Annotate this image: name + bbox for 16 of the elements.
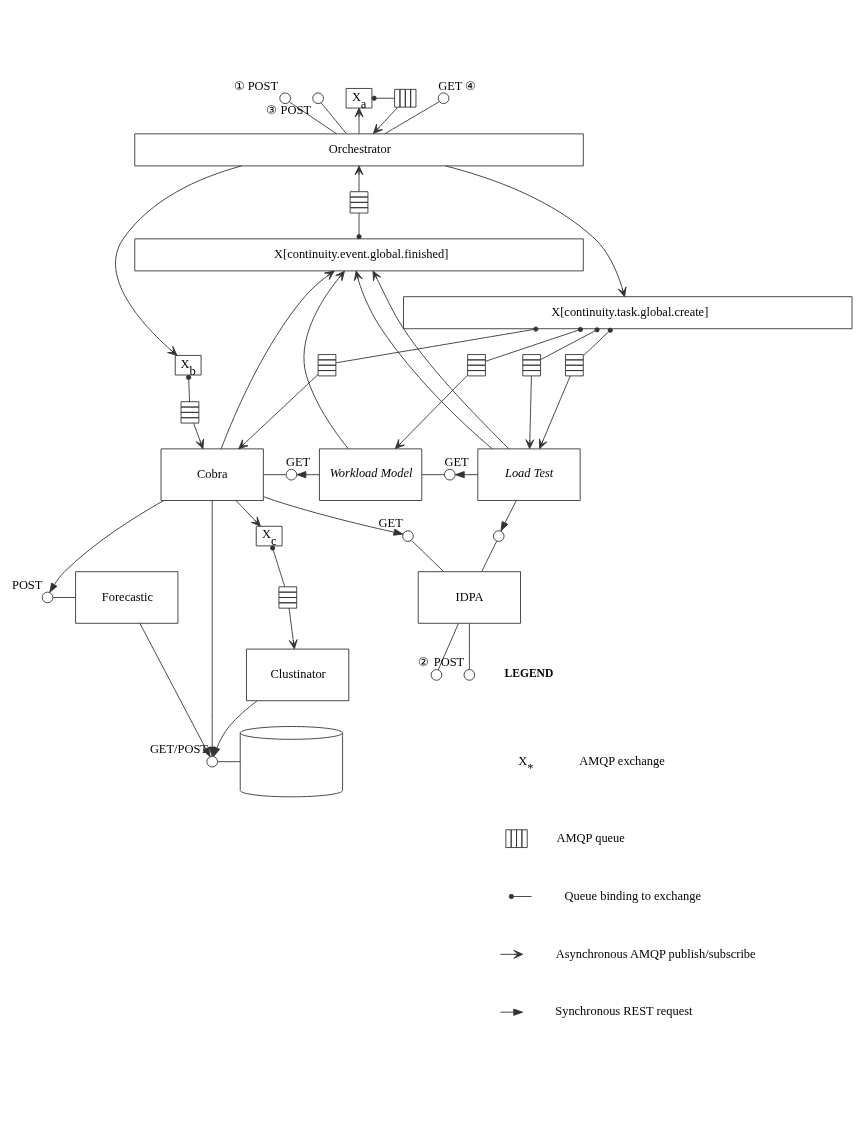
node-label: GET/POST bbox=[149, 741, 208, 756]
node-label: ① POST bbox=[233, 78, 279, 93]
legend-label: AMQP queue bbox=[556, 830, 625, 845]
legend-label: Asynchronous AMQP publish/subscribe bbox=[555, 946, 756, 961]
node-label: GET bbox=[378, 516, 403, 531]
legend-label: Queue binding to exchange bbox=[564, 888, 702, 903]
node-label: ② bbox=[417, 655, 429, 670]
node-label: POST bbox=[433, 655, 465, 670]
legend-label: Synchronous REST request bbox=[555, 1004, 693, 1019]
node-label: GET bbox=[286, 454, 311, 469]
node-label: GET bbox=[444, 454, 469, 469]
label: LEGEND bbox=[504, 667, 554, 681]
legend-label: AMQP exchange bbox=[579, 753, 665, 768]
node-label: ③ POST bbox=[266, 102, 312, 117]
node-label: GET ④ bbox=[438, 78, 477, 93]
node-label: POST bbox=[11, 577, 43, 592]
